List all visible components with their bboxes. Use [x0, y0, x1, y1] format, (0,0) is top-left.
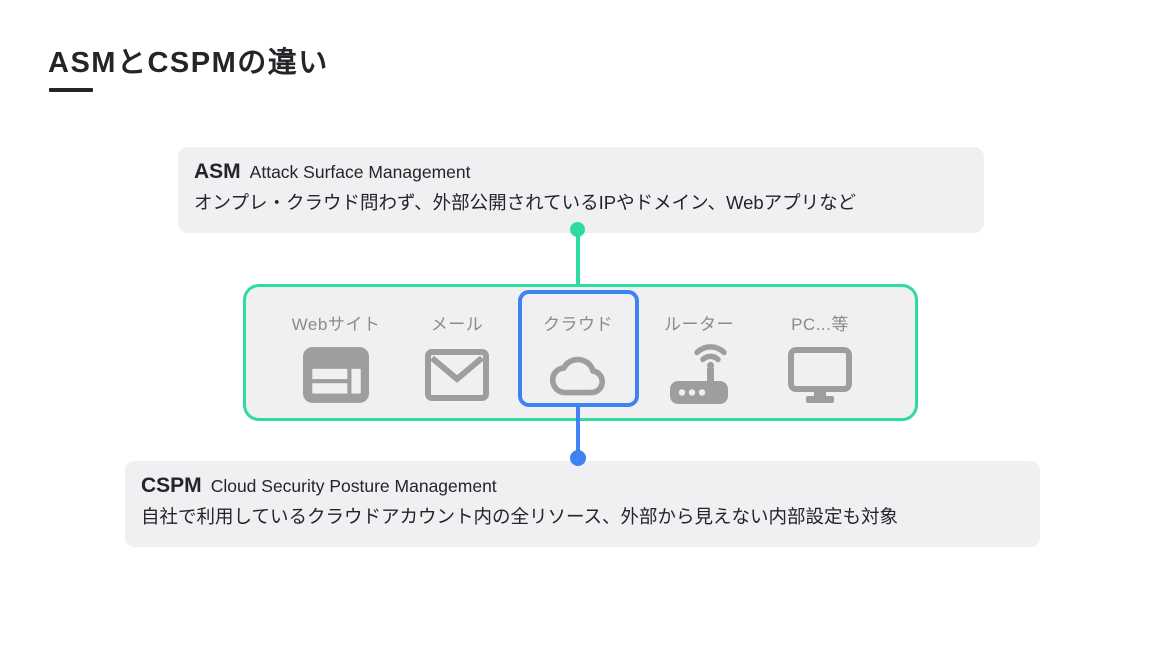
- website-icon: [303, 344, 369, 406]
- asset-item-pc: PC...等: [760, 287, 881, 418]
- page-title: ASMとCSPMの違い: [48, 47, 329, 79]
- router-icon: [667, 344, 731, 406]
- asset-item-router: ルーター: [639, 287, 760, 418]
- pc-icon: [788, 344, 852, 406]
- asset-label-pc: PC...等: [791, 315, 849, 334]
- cloud-icon: [545, 344, 611, 406]
- asset-label-router: ルーター: [664, 315, 734, 334]
- asm-card-heading: ASM Attack Surface Management: [194, 160, 968, 184]
- title-underline: [49, 88, 93, 92]
- asm-card: ASM Attack Surface Management オンプレ・クラウド問…: [178, 147, 984, 233]
- asset-item-website: Webサイト: [276, 287, 397, 418]
- assets-panel: Webサイト メール クラウド: [243, 284, 918, 421]
- mail-icon: [425, 344, 489, 406]
- asm-acronym: ASM: [194, 160, 241, 183]
- cspm-card-heading: CSPM Cloud Security Posture Management: [141, 474, 1024, 498]
- cspm-description: 自社で利用しているクラウドアカウント内の全リソース、外部から見えない内部設定も対…: [141, 506, 899, 527]
- asm-description: オンプレ・クラウド問わず、外部公開されているIPやドメイン、Webアプリなど: [194, 192, 857, 213]
- cloud-highlight-box: [517, 290, 639, 407]
- cspm-acronym: CSPM: [141, 474, 202, 497]
- cspm-connector-line: [576, 405, 580, 453]
- asset-label-cloud: クラウド: [543, 315, 613, 334]
- asset-item-cloud: クラウド: [517, 287, 639, 418]
- cspm-full-name: Cloud Security Posture Management: [210, 476, 497, 496]
- asset-label-website: Webサイト: [291, 315, 381, 334]
- asm-connector-dot: [570, 222, 585, 237]
- cspm-card: CSPM Cloud Security Posture Management 自…: [125, 461, 1040, 547]
- asm-connector-line: [576, 233, 580, 286]
- asm-full-name: Attack Surface Management: [249, 162, 471, 182]
- cspm-connector-dot: [570, 450, 586, 466]
- asset-label-mail: メール: [430, 315, 484, 334]
- asset-item-mail: メール: [397, 287, 518, 418]
